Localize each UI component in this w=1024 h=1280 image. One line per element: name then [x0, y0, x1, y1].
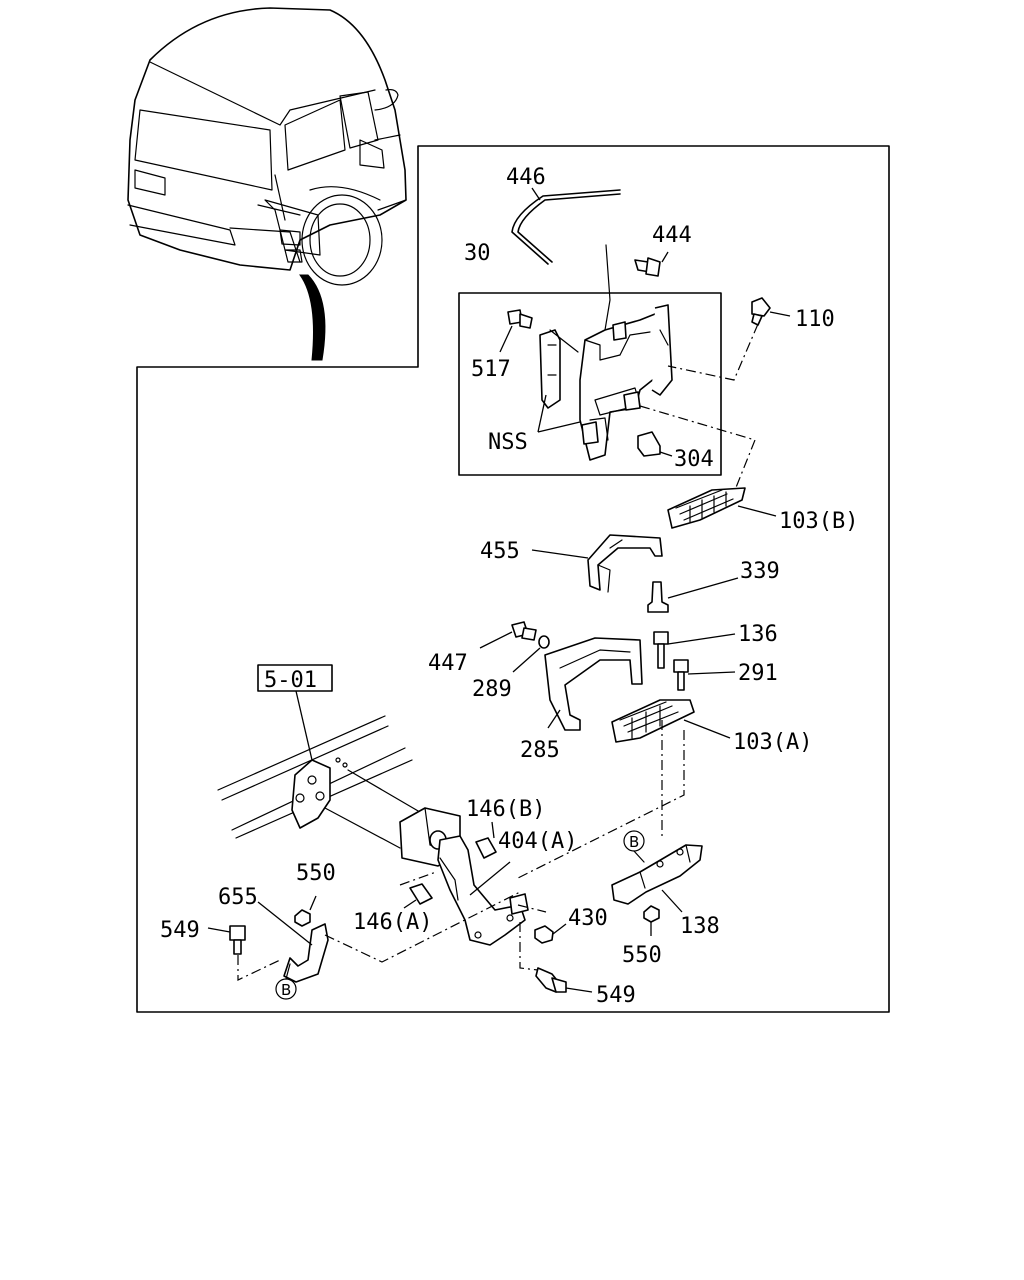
label-146b: 146(B): [466, 797, 545, 822]
step-cover-138: [611, 844, 703, 905]
reference-box: [257, 664, 333, 692]
label-110: 110: [795, 307, 835, 332]
bolt-icon: [653, 631, 669, 669]
label-138: 138: [680, 914, 720, 939]
label-430: 430: [568, 906, 608, 931]
pin-339: [647, 581, 669, 613]
subassembly-box-30: [458, 292, 722, 476]
label-285: 285: [520, 738, 560, 763]
bolt-icon: [634, 257, 661, 277]
bolt-icon: [751, 297, 771, 326]
bolt-icon: [507, 309, 533, 329]
marker-b-right-text: B: [629, 833, 639, 851]
nut-icon: [643, 905, 660, 923]
bolt-icon: [409, 883, 433, 905]
label-455: 455: [480, 539, 520, 564]
step-bracket-icon: [587, 534, 663, 593]
bolt-icon: [511, 621, 537, 641]
label-30: 30: [464, 241, 491, 266]
label-550-right: 550: [622, 943, 662, 968]
label-444: 444: [652, 223, 692, 248]
callout-arrow: [299, 274, 326, 361]
label-339: 339: [740, 559, 780, 584]
label-304: 304: [674, 447, 714, 472]
clip-304: [637, 431, 661, 457]
step-arm-404a: [437, 835, 529, 946]
detail-frame: [136, 145, 890, 1013]
label-136: 136: [738, 622, 778, 647]
step-bracket-icon: [544, 637, 643, 731]
bolt-icon: [535, 967, 567, 993]
label-nss: NSS: [488, 430, 528, 455]
bolt-icon: [673, 659, 689, 691]
label-517: 517: [471, 357, 511, 382]
label-550-left: 550: [296, 861, 336, 886]
marker-b-left-text: B: [281, 981, 291, 999]
bolt-icon: [475, 837, 497, 859]
nut-icon: [294, 909, 311, 927]
label-549-bottom: 549: [596, 983, 636, 1008]
bolt-icon: [229, 925, 246, 955]
label-549-left: 549: [160, 918, 200, 943]
label-291: 291: [738, 661, 778, 686]
label-103b: 103(B): [779, 509, 858, 534]
label-289: 289: [472, 677, 512, 702]
label-103a: 103(A): [733, 730, 812, 755]
label-146a: 146(A): [353, 910, 432, 935]
step-plate-icon: [667, 487, 746, 529]
label-447: 447: [428, 651, 468, 676]
step-bracket-icon: [539, 244, 673, 461]
mount-plate: [291, 757, 348, 829]
label-446: 446: [506, 165, 546, 190]
label-5-01: 5-01: [264, 668, 317, 693]
nut-icon: [534, 925, 554, 944]
truck-cab-icon: [127, 7, 407, 286]
rod-446: [511, 189, 621, 265]
step-plate-icon: [611, 699, 695, 743]
label-404a: 404(A): [498, 829, 577, 854]
bracket-655: [283, 923, 329, 983]
label-655: 655: [218, 885, 258, 910]
washer-icon: [538, 635, 550, 649]
